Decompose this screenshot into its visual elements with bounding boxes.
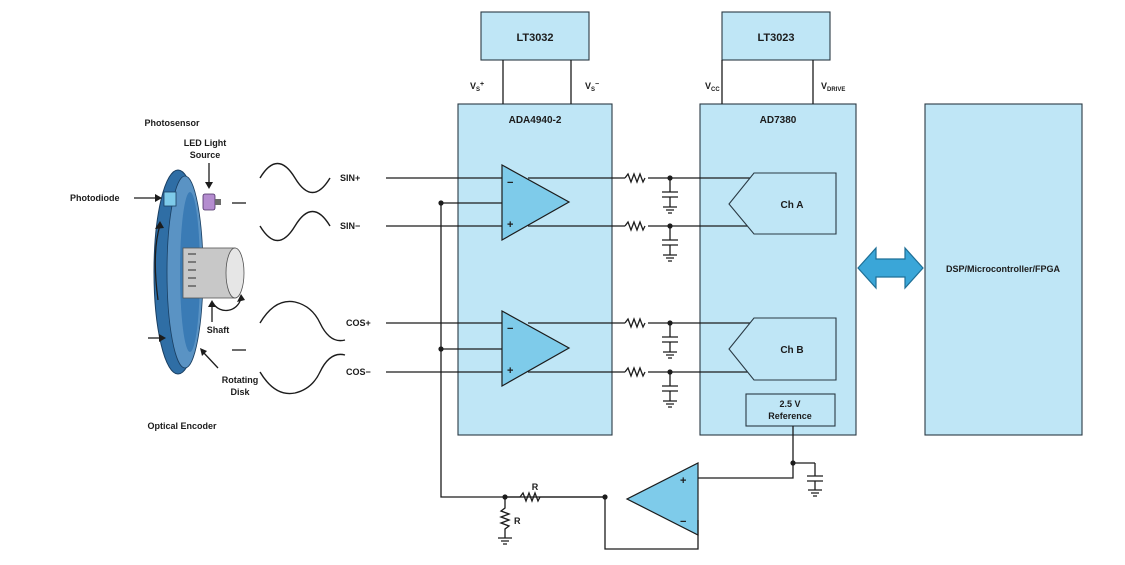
ad7380-label: AD7380 — [760, 115, 797, 126]
vs-plus-label: VS+ — [470, 81, 484, 93]
buffer-feedback-wire — [604, 497, 699, 550]
vocm-node-mid — [438, 346, 444, 352]
photodiode-pointer-head — [155, 194, 162, 202]
lt3032-label: LT3032 — [516, 32, 553, 44]
disk-pointer — [202, 351, 219, 369]
optical-encoder-illustration — [153, 169, 245, 375]
rotating-disk-label-line2: Disk — [230, 387, 250, 397]
vs-minus-label: VS− — [585, 81, 599, 93]
led-source-shape — [202, 193, 216, 211]
cos-diff-amplifier — [501, 309, 571, 388]
photodiode-label: Photodiode — [70, 193, 120, 203]
sin-plus-label: SIN+ — [340, 173, 360, 183]
photosensor-label: Photosensor — [144, 118, 200, 128]
led-pointer-head — [205, 182, 213, 189]
buffer-amp-plus: + — [680, 475, 686, 487]
vocm-buffer-amplifier — [625, 462, 699, 536]
shaft-slots — [188, 253, 196, 287]
photodiode-shape — [163, 191, 177, 207]
sin-diff-amplifier — [501, 163, 571, 242]
rotation-arrow-head — [155, 221, 164, 229]
feedback-resistor-series — [505, 491, 605, 503]
vdrive-label: VDRIVE — [821, 81, 845, 93]
cos-plus-waveform — [259, 300, 346, 342]
sin-amp-plus: + — [507, 219, 513, 231]
reference-label-line2: Reference — [768, 411, 812, 421]
lt3032-block — [480, 11, 590, 61]
cos-plus-label: COS+ — [346, 318, 371, 328]
cha-label: Ch A — [781, 200, 804, 211]
sin-minus-waveform — [259, 210, 331, 242]
sin-minus-label: SIN− — [340, 221, 360, 231]
cha-block — [728, 172, 837, 235]
chb-label: Ch B — [780, 345, 803, 356]
led-lead — [215, 199, 221, 205]
ad7380-block — [699, 103, 857, 436]
feedback-resistor-shunt — [498, 497, 512, 545]
resistor-cos-minus — [624, 366, 646, 378]
dsp-label: DSP/Microcontroller/FPGA — [946, 264, 1061, 274]
shaft-rotation-arc — [212, 297, 242, 312]
optical-encoder-title: Optical Encoder — [147, 421, 217, 431]
reference-block — [745, 393, 836, 427]
rotating-disk-label-line1: Rotating — [222, 375, 259, 385]
reference-label-line1: 2.5 V — [779, 399, 800, 409]
reference-node — [790, 460, 796, 466]
ada4940-label: ADA4940-2 — [509, 115, 562, 126]
shaft-label: Shaft — [207, 325, 230, 335]
chb-block — [728, 317, 837, 381]
rotation-arrow-path — [154, 224, 161, 301]
disk-pointer-head — [200, 348, 207, 356]
lt3023-label: LT3023 — [757, 32, 794, 44]
cos-minus-waveform — [259, 353, 346, 395]
resistor-sin-minus — [624, 220, 646, 232]
reference-decoupling-cap — [807, 463, 823, 497]
disk-left-pointer-head — [159, 334, 166, 342]
ada4940-block — [457, 103, 613, 436]
led-source-label-line1: LED Light — [184, 138, 227, 148]
cos-minus-label: COS− — [346, 367, 371, 377]
shaft-end — [225, 247, 245, 299]
vcc-label: VCC — [705, 81, 720, 93]
cos-amp-minus: − — [507, 323, 513, 335]
sin-plus-waveform — [259, 162, 331, 194]
lt3023-block — [721, 11, 831, 61]
vocm-node-top — [438, 200, 444, 206]
shaft-pointer-head — [208, 300, 216, 307]
dsp-block — [924, 103, 1083, 436]
series-resistor-label: R — [532, 482, 539, 492]
bus-arrow — [857, 246, 924, 290]
lt3023-supply-wires — [721, 60, 814, 104]
sin-amp-minus: − — [507, 177, 513, 189]
resistor-sin-plus — [624, 172, 646, 184]
shunt-resistor-label: R — [514, 516, 521, 526]
cos-amp-plus: + — [507, 365, 513, 377]
lt3032-supply-wires — [502, 60, 572, 104]
resistor-cos-plus — [624, 317, 646, 329]
led-source-label-line2: Source — [190, 150, 221, 160]
filter-capacitors — [662, 175, 678, 408]
shaft-rotation-head — [237, 294, 245, 302]
buffer-amp-minus: − — [680, 516, 686, 528]
